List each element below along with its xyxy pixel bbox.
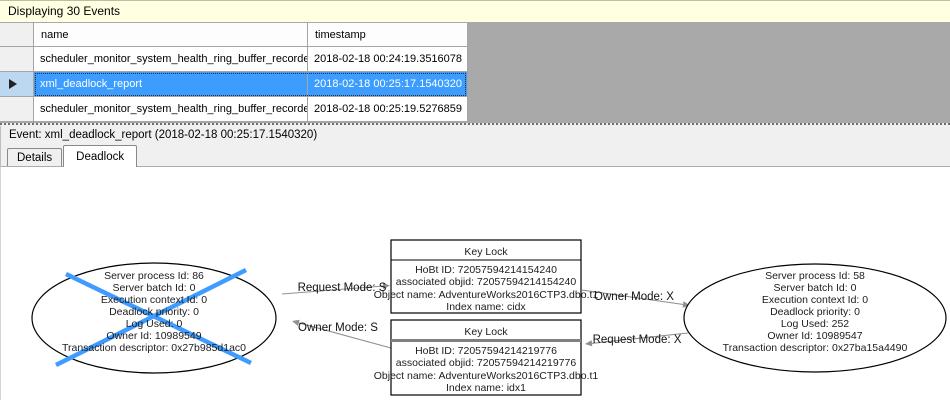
event-detail-bar: Event: xml_deadlock_report (2018-02-18 0… (0, 126, 950, 144)
detail-tab-strip: Details Deadlock (0, 144, 950, 167)
process-attr: Server batch Id: 0 (113, 282, 196, 294)
resource-attr: Index name: idx1 (446, 382, 526, 394)
event-timestamp-cell[interactable]: 2018-02-18 00:25:19.5276859 (308, 97, 468, 122)
events-grid: name timestamp scheduler_monitor_system_… (0, 23, 468, 122)
edge-arrowheads (292, 282, 690, 347)
edge-label-owner-s: Owner Mode: S (298, 322, 378, 334)
event-row[interactable]: scheduler_monitor_system_health_ring_buf… (0, 97, 468, 122)
grid-header-row: name timestamp (0, 23, 468, 47)
events-grid-area: name timestamp scheduler_monitor_system_… (0, 23, 950, 123)
event-row-selected[interactable]: xml_deadlock_report 2018-02-18 00:25:17.… (0, 72, 468, 97)
current-row-arrow-icon (8, 79, 17, 89)
resource-title: Key Lock (464, 246, 508, 258)
edge-lines (281, 285, 689, 349)
edge-label-request-s: Request Mode: S (298, 282, 387, 294)
process-attr: Transaction descriptor: 0x27b985d1ac0 (62, 342, 246, 354)
arrowhead-icon (382, 282, 390, 290)
process-node-victim[interactable]: Server process Id: 86 Server batch Id: 0… (31, 262, 277, 374)
resource-node-key-lock-top[interactable]: Key Lock HoBt ID: 72057594214154240 asso… (374, 239, 599, 314)
resource-attr: associated objid: 72057594214219776 (396, 357, 577, 369)
panel-splitter[interactable] (0, 123, 950, 126)
resource-attr: associated objid: 72057594214154240 (396, 276, 577, 288)
edge-request-s-line (281, 285, 384, 295)
edge-owner-x-line (581, 289, 684, 306)
process-attr: Execution context Id: 0 (762, 294, 868, 306)
resource-attr: Object name: AdventureWorks2016CTP3.dbo.… (374, 370, 599, 382)
event-detail-label: Event: xml_deadlock_report (2018-02-18 0… (9, 129, 318, 141)
arrowhead-icon (682, 301, 690, 308)
process-attr: Execution context Id: 0 (101, 294, 207, 306)
resource-attr: HoBt ID: 72057594214219776 (415, 345, 557, 357)
event-timestamp-cell[interactable]: 2018-02-18 00:24:19.3516078 (308, 47, 468, 72)
event-timestamp-cell[interactable]: 2018-02-18 00:25:17.1540320 (308, 72, 468, 97)
edge-request-x-line (591, 332, 689, 344)
process-attr: Server batch Id: 0 (774, 282, 857, 294)
process-attr: Server process Id: 86 (104, 270, 204, 282)
column-header-name[interactable]: name (34, 23, 308, 47)
deadlock-graph: Request Mode: S Owner Mode: X Owner Mode… (31, 239, 947, 396)
row-indicator[interactable] (0, 97, 34, 122)
process-attr: Transaction descriptor: 0x27ba15a4490 (723, 342, 908, 354)
process-attr: Deadlock priority: 0 (770, 306, 860, 318)
resource-attr: HoBt ID: 72057594214154240 (415, 264, 557, 276)
arrowhead-icon (585, 340, 593, 347)
column-header-timestamp[interactable]: timestamp (308, 23, 468, 47)
tab-details[interactable]: Details (7, 148, 63, 166)
resource-attr: Object name: AdventureWorks2016CTP3.dbo.… (374, 289, 599, 301)
process-attr: Owner Id: 10989547 (767, 330, 862, 342)
edge-label-owner-x: Owner Mode: X (594, 291, 674, 303)
row-indicator-header (0, 23, 34, 47)
arrowhead-icon (292, 319, 300, 326)
victim-cross-line (54, 267, 248, 368)
events-count-label: Displaying 30 Events (8, 4, 121, 18)
resource-title: Key Lock (464, 326, 508, 338)
process-attr: Log Used: 252 (781, 318, 849, 330)
deadlock-tab-content: Request Mode: S Owner Mode: X Owner Mode… (0, 166, 950, 400)
victim-cross-line (65, 271, 252, 366)
process-attr: Server process Id: 58 (765, 270, 865, 282)
event-name-cell[interactable]: scheduler_monitor_system_health_ring_buf… (34, 97, 308, 122)
event-name-cell[interactable]: scheduler_monitor_system_health_ring_buf… (34, 47, 308, 72)
edge-owner-s-line (298, 322, 392, 349)
edge-label-request-x: Request Mode: X (593, 334, 682, 346)
events-count-bar: Displaying 30 Events (0, 0, 950, 23)
process-node[interactable]: Server process Id: 58 Server batch Id: 0… (683, 263, 947, 373)
row-indicator[interactable] (0, 47, 34, 72)
process-attr: Log Used: 0 (126, 318, 183, 330)
row-indicator[interactable] (0, 72, 34, 97)
tab-deadlock[interactable]: Deadlock (63, 145, 138, 167)
process-attr: Deadlock priority: 0 (109, 306, 199, 318)
event-row[interactable]: scheduler_monitor_system_health_ring_buf… (0, 47, 468, 72)
resource-attr: Index name: cidx (446, 301, 526, 313)
event-name-cell[interactable]: xml_deadlock_report (34, 72, 308, 97)
process-attr: Owner Id: 10989549 (106, 330, 201, 342)
resource-node-key-lock-bottom[interactable]: Key Lock HoBt ID: 72057594214219776 asso… (374, 319, 599, 396)
